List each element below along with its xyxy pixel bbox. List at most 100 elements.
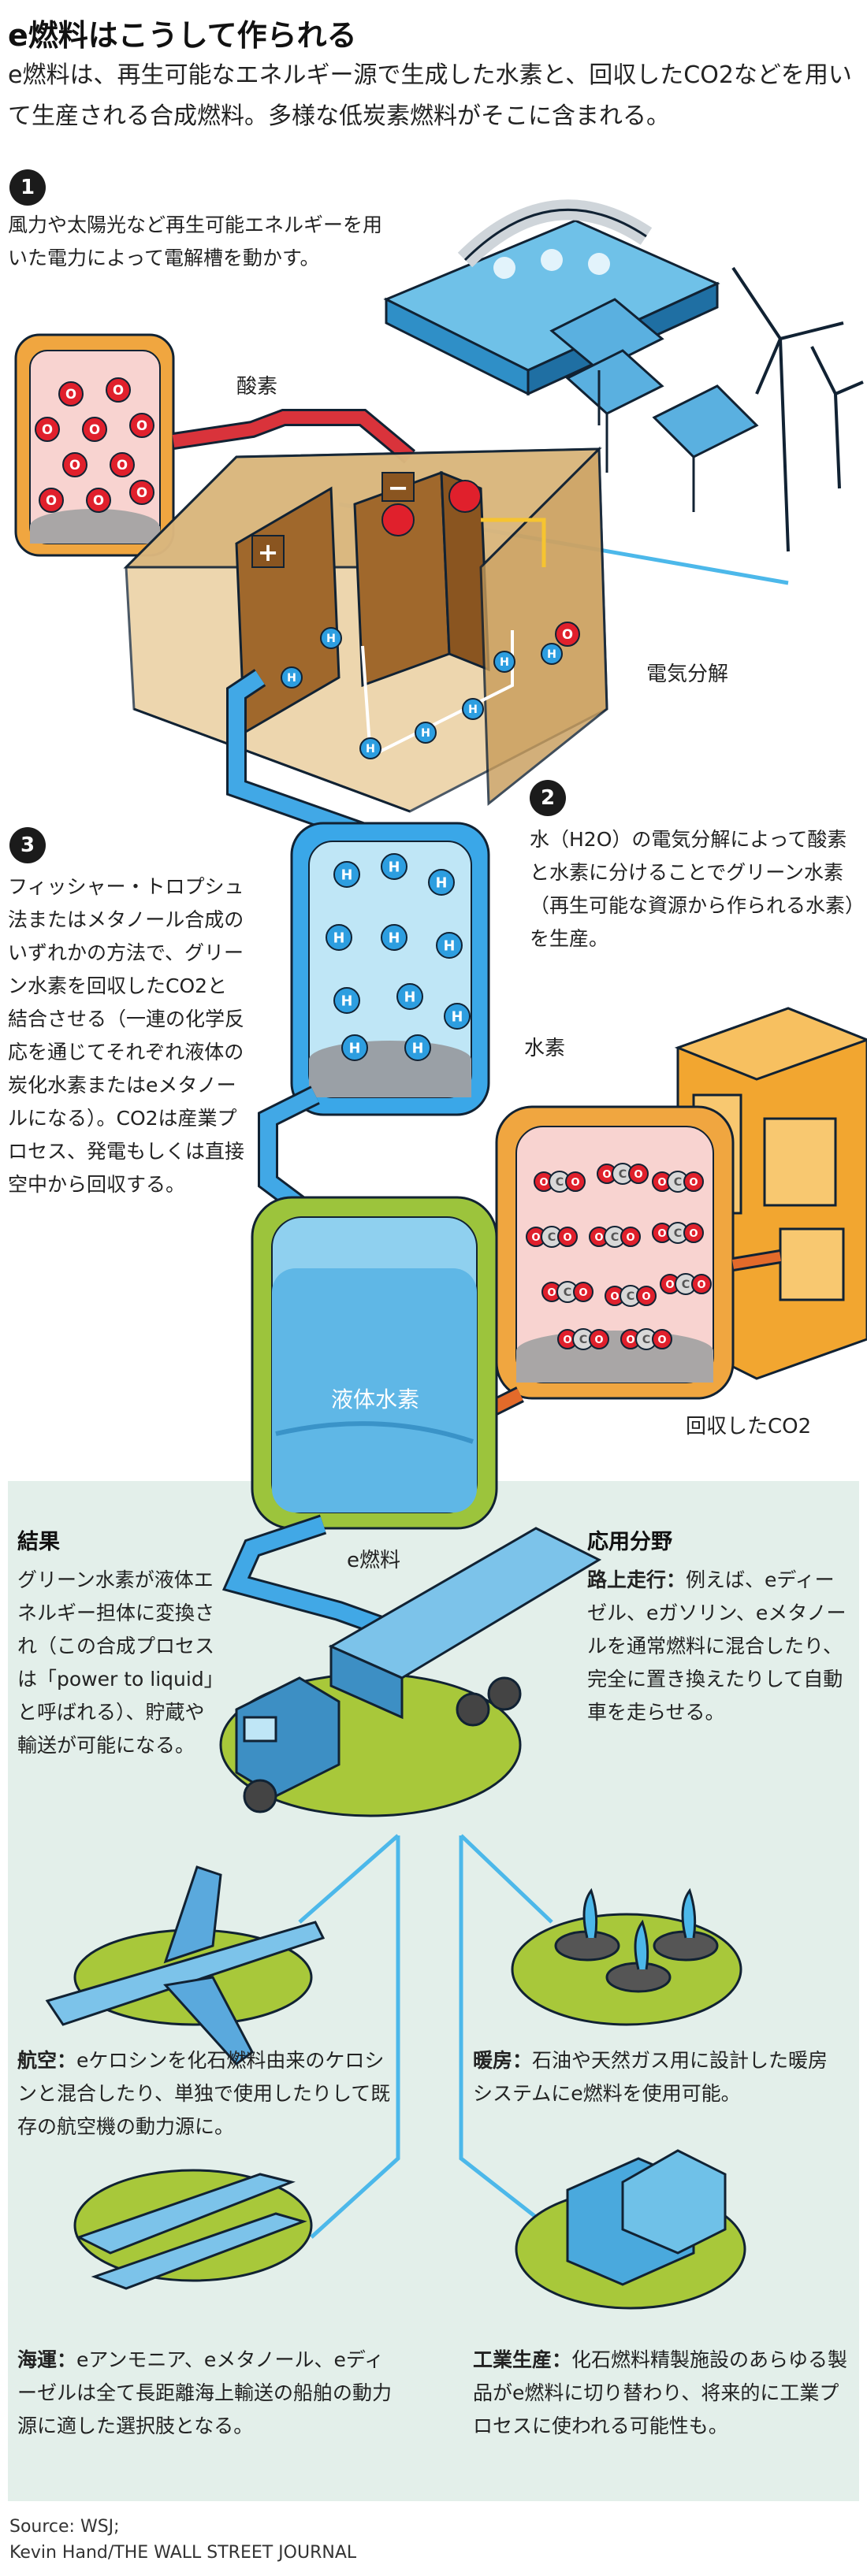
result-title: 結果 [17,1530,60,1554]
heating-lead: 暖房： [473,2049,533,2072]
atom-symbol: C [611,1231,620,1244]
atom-symbol: H [326,633,336,645]
atom [58,381,84,406]
atom-symbol: C [556,1176,564,1189]
industry-lead: 工業生産： [473,2348,572,2371]
atom-symbol: O [602,1169,611,1181]
atom-symbol: H [366,743,375,755]
airplane-illustration [45,1865,326,2066]
industry-text: 化石燃料精製施設のあらゆる製品がe燃料に切り替わり、将来的に工業プロセスに使われ… [473,2348,848,2437]
atom-symbol: H [452,1009,463,1025]
atom [573,1282,594,1302]
atom [493,651,515,673]
atom-symbol: C [682,1279,690,1291]
road-text: 例えば、eディーゼル、eガソリン、eメタノールを通常燃料に混合したり、完全に置き… [587,1568,847,1724]
atom [39,488,64,513]
atom [444,1003,471,1030]
source-line-2: Kevin Hand/THE WALL STREET JOURNAL [9,2543,357,2563]
atom-symbol: O [610,1291,619,1303]
heating-application: 暖房：石油や天然ガス用に設計した暖房システムにe燃料を使用可能。 [473,2044,843,2110]
atom [86,488,111,513]
atom-symbol: O [571,1177,579,1189]
atom [415,722,437,744]
tanker-truck-illustration [219,1527,602,1817]
step-2-badge: 2 [530,780,566,816]
atom-symbol: C [642,1334,651,1346]
factory-illustration [515,2149,746,2310]
step-3-badge: 3 [9,827,46,863]
atom [691,1274,712,1294]
atom-symbol: O [594,1334,603,1346]
atom-symbol: O [113,383,124,398]
atom [428,869,455,896]
aviation-lead: 航空： [17,2049,77,2072]
atom-symbol: O [42,422,53,437]
electrolysis-label: 電気分解 [646,663,729,686]
atom-symbol: O [89,422,100,437]
atom-symbol: H [436,875,448,891]
atom-symbol: O [531,1232,540,1244]
atom [333,987,360,1014]
atom [620,1227,641,1247]
atom [320,627,342,649]
atom [683,1223,704,1243]
atom [35,417,60,442]
atom-symbol: H [444,938,456,954]
atom-symbol: H [389,930,400,946]
source-line-1: Source: WSJ; [9,2517,120,2537]
atom-symbol: O [665,1279,674,1291]
page-subtitle: e燃料は、再生可能なエネルギー源で生成した水素と、回収したCO2などを用いて生産… [8,61,852,130]
atom [381,924,407,951]
shipping-text: eアンモニア、eメタノール、eディーゼルは全て長距離海上輸送の船舶の動力源に適し… [17,2348,393,2437]
atom [436,932,463,959]
oxygen-label: 酸素 [236,375,278,399]
oxygen-bubble [448,480,482,513]
atom-symbol: O [563,1232,571,1244]
atom [396,983,423,1010]
atom-symbol: H [333,930,345,946]
aviation-application: 航空：eケロシンを化石燃料由来のケロシンと混合したり、単独で使用したりして既存の… [17,2044,404,2144]
efuel-label: e燃料 [347,1549,400,1572]
atom-symbol: C [579,1334,588,1346]
liquid-hydrogen-label: 液体水素 [331,1386,420,1412]
hydrogen-label: 水素 [524,1037,566,1060]
atom [404,1034,431,1061]
atom-symbol: O [657,1228,666,1240]
atom-symbol: C [674,1227,683,1240]
atom [381,853,407,880]
aviation-text: eケロシンを化石燃料由来のケロシンと混合したり、単独で使用したりして既存の航空機… [17,2049,391,2138]
burners-illustration [511,1887,742,2026]
atom-symbol: O [563,1334,571,1346]
liquid-pipe [260,1088,319,1212]
atom-symbol: O [657,1177,666,1189]
applications-title: 応用分野 [587,1530,672,1554]
atom-symbol: H [341,867,353,883]
hydrogen-tank [290,822,490,1116]
atom [326,924,352,951]
application-connectors [298,1834,553,2239]
atom [636,1286,657,1306]
step-1-text: 風力や太陽光など再生可能エネルギーを用いた電力によって電解槽を動かす。 [8,213,383,269]
step-1-badge: 1 [9,169,46,206]
atom-symbol: H [412,1041,424,1056]
atom-symbol: O [626,1232,634,1244]
step-3-text: フィッシャー・トロプシュ法またはメタノール合成のいずれかの方法で、グリーン水素を… [8,875,245,1196]
industry-application: 工業生産：化石燃料精製施設のあらゆる製品がe燃料に切り替わり、将来的に工業プロセ… [473,2344,851,2443]
atom-symbol: H [349,1041,361,1056]
atom [129,413,154,438]
reaction-arrow [481,518,546,567]
atom [341,1034,368,1061]
atom-symbol: O [594,1232,603,1244]
road-application: 路上走行：例えば、eディーゼル、eガソリン、eメタノールを通常燃料に混合したり、… [587,1564,847,1729]
electrode-minus: − [381,472,415,503]
solar-panels-illustration [549,298,759,512]
atom-symbol: O [136,485,147,500]
shipping-lead: 海運： [17,2348,77,2371]
atom-symbol: O [626,1334,634,1346]
page-title: e燃料はこうして作られる [8,18,357,53]
atom-symbol: O [642,1291,650,1303]
